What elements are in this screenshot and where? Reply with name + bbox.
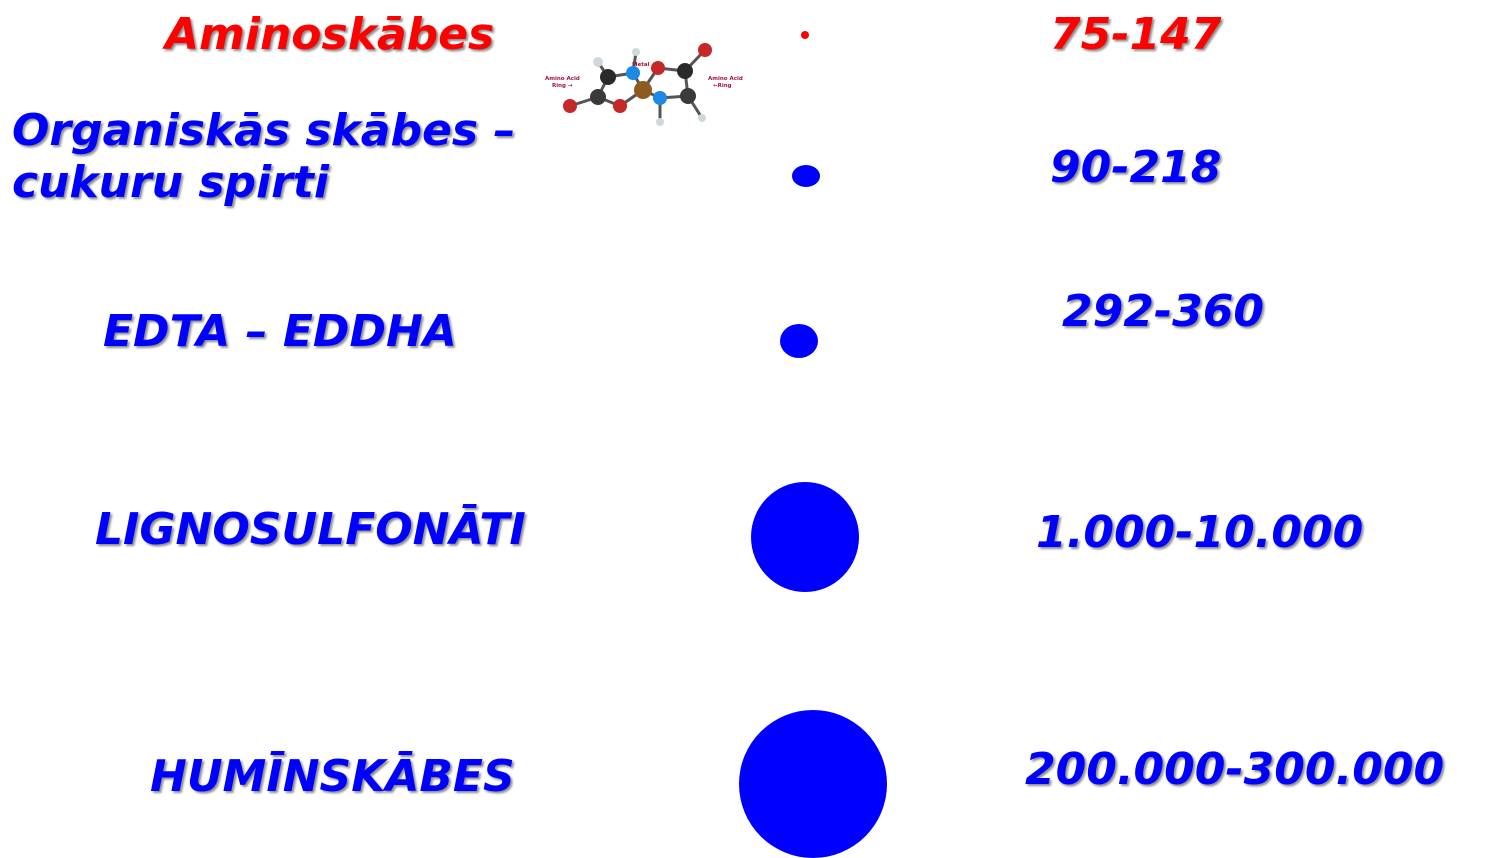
- row-1-label: Aminoskābes: [165, 9, 495, 60]
- row-1-size-dot: [801, 31, 809, 39]
- molecule-center-label: Metal: [632, 62, 650, 68]
- row-2-label-line-1: Organiskās skābes –: [12, 105, 516, 156]
- molecule-left-label-1: Amino Acid: [545, 76, 580, 82]
- row-3-size-dot: [780, 324, 818, 358]
- row-5-label: HUMĪNSKĀBES: [150, 751, 515, 802]
- row-3-label: EDTA – EDDHA: [103, 306, 457, 357]
- molecule-right-label-2: ←Ring: [713, 83, 732, 89]
- row-1-value: 75-147: [1050, 9, 1222, 60]
- row-5-value: 200.000-300.000: [1025, 744, 1445, 795]
- molecule-right-label-1: Amino Acid: [708, 76, 743, 82]
- row-2-value: 90-218: [1050, 142, 1222, 193]
- molecule-left-label-2: Ring →: [552, 83, 573, 89]
- row-4-value: 1.000-10.000: [1036, 507, 1364, 558]
- row-2-size-dot: [792, 165, 820, 187]
- amino-acid-chelate-molecule-icon: Amino Acid Ring → Metal Amino Acid ←Ring: [545, 43, 743, 126]
- row-4-size-dot: [751, 482, 859, 592]
- row-4-label: LIGNOSULFONĀTI: [95, 504, 526, 555]
- row-5-size-dot: [739, 710, 887, 858]
- row-2-label-line-2: cukuru spirti: [12, 157, 329, 208]
- row-3-value: 292-360: [1062, 286, 1264, 337]
